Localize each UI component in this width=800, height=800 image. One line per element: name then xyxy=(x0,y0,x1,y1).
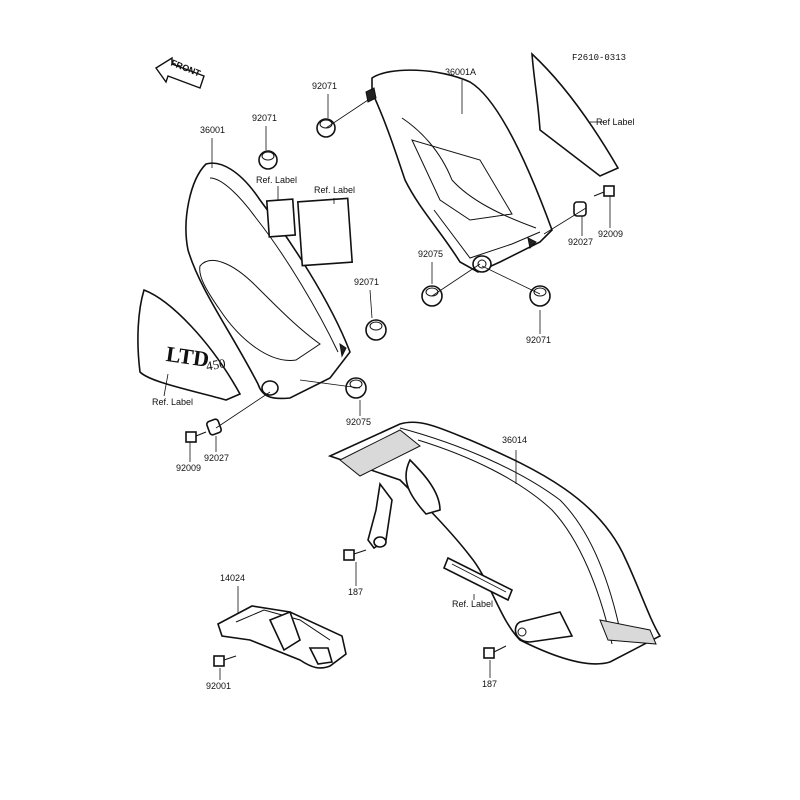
collar-92027-b-icon xyxy=(206,418,222,436)
ref-label-small: Ref. Label xyxy=(256,175,298,185)
left-side-cover-part xyxy=(185,162,351,400)
callout-92071-c: 92071 xyxy=(354,277,380,287)
ref-label-left-cover: Ref. Label xyxy=(152,397,194,407)
callout-14024: 14024 xyxy=(220,573,246,583)
bolt-187-b-icon xyxy=(483,645,507,659)
callout-36014: 36014 xyxy=(502,435,528,445)
callout-92009-b: 92009 xyxy=(176,463,202,473)
callout-92027-b: 92027 xyxy=(204,453,230,463)
bolt-92009-b-icon xyxy=(185,431,207,443)
grommet-92071-b-icon xyxy=(258,150,278,170)
bolt-187-a-icon xyxy=(343,549,367,561)
large-ref-label-plate xyxy=(296,197,354,267)
figure-code: F2610-0313 xyxy=(572,53,627,63)
chain-cover-part xyxy=(327,421,662,665)
grommet-92071-d-icon xyxy=(529,285,551,307)
right-side-cover-part xyxy=(365,69,553,273)
ref-label-square: Ref. Label xyxy=(314,185,356,195)
chain-guard-part xyxy=(217,605,347,669)
callout-92009-a: 92009 xyxy=(598,229,624,239)
callout-187-b: 187 xyxy=(482,679,498,689)
callout-187-a: 187 xyxy=(348,587,364,597)
bolt-92009-a-icon xyxy=(593,185,615,197)
leader-lines xyxy=(163,80,611,680)
callout-92071-d: 92071 xyxy=(526,335,552,345)
callout-92001: 92001 xyxy=(206,681,232,691)
bolt-92001-icon xyxy=(213,655,237,667)
collar-92027-a-icon xyxy=(573,201,587,217)
grommet-92071-c-icon xyxy=(365,319,387,341)
callout-92027-a: 92027 xyxy=(568,237,594,247)
ref-label-plate-right xyxy=(531,52,620,177)
ltd-emblem-text: LTD xyxy=(164,341,211,372)
chain-cover-ref-label-plate xyxy=(442,556,514,602)
ltd-emblem-number: 450 xyxy=(204,355,227,374)
callout-92075-a: 92075 xyxy=(418,249,444,259)
grommet-92075-b-icon xyxy=(345,377,367,399)
small-ref-label-plate xyxy=(265,198,297,238)
callout-36001: 36001 xyxy=(200,125,226,135)
ref-label-right-cover: Ref Label xyxy=(596,117,635,127)
ref-label-chain-cover: Ref. Label xyxy=(452,599,494,609)
callout-36001a: 36001A xyxy=(445,67,477,77)
ltd-emblem-plate xyxy=(137,288,242,401)
front-arrow-icon xyxy=(154,56,205,89)
callout-92075-b: 92075 xyxy=(346,417,372,427)
callout-92071-a: 92071 xyxy=(312,81,338,91)
callout-92071-b: 92071 xyxy=(252,113,278,123)
